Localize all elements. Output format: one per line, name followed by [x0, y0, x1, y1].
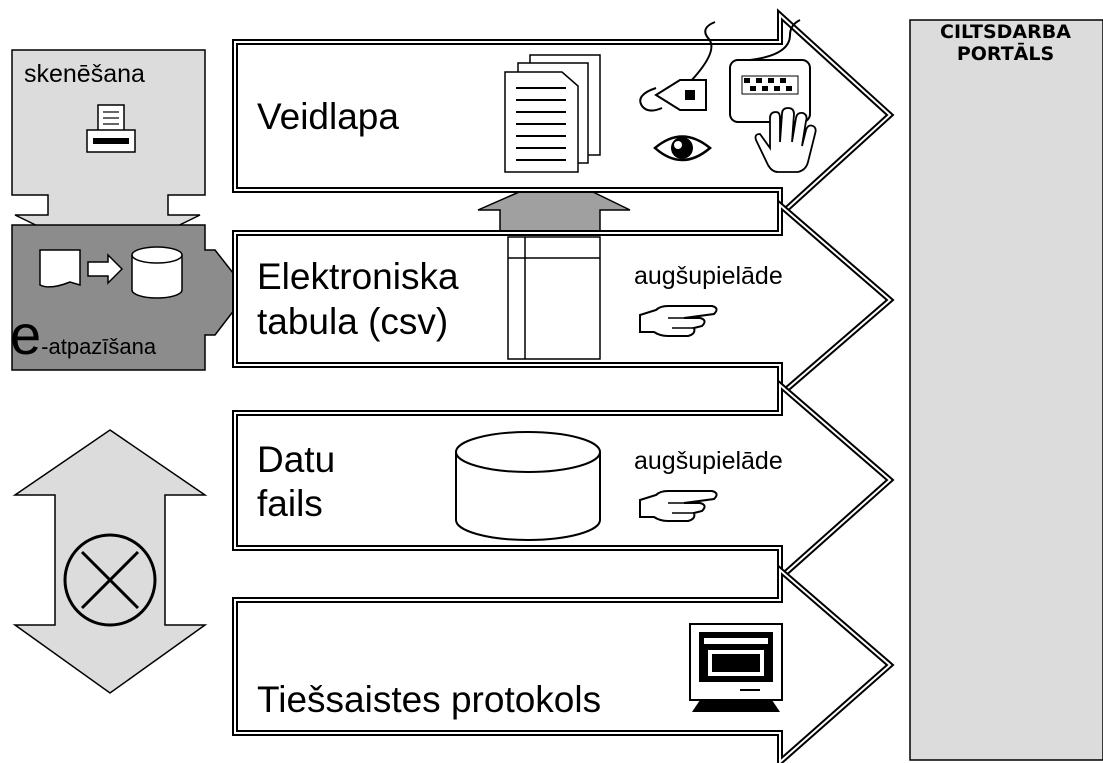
monitor-icon: [689, 623, 783, 712]
arrow-data-line2: fails: [257, 483, 323, 524]
recognition-box: [11, 224, 249, 371]
cross-circle-icon: [63, 533, 157, 627]
file-to-database-icon: [39, 246, 183, 299]
arrow-data-action: augšupielāde: [634, 447, 783, 475]
scan-label: skenēšana: [24, 60, 145, 88]
hand-icon: [754, 107, 817, 173]
eye-icon: [653, 135, 712, 162]
recognition-text: -atpazīšana: [41, 334, 157, 359]
portal-title: CILTSDARBA PORTĀLS: [908, 21, 1103, 66]
arrow-online-label: Tiešsaistes protokols: [257, 679, 602, 720]
pointing-hand-icon: [639, 490, 718, 522]
spreadsheet-icon: [507, 236, 601, 360]
arrow-online-protocol: [232, 563, 895, 763]
database-cylinder-icon: [455, 431, 601, 541]
portal-panel: [909, 19, 1103, 761]
arrow-csv-line1: Elektroniska: [257, 256, 459, 297]
scan-box: [11, 49, 206, 261]
arrow-veidlapa-label: Veidlapa: [257, 96, 399, 137]
portal-title-line2: PORTĀLS: [956, 42, 1055, 65]
arrow-csv-action: augšupielāde: [634, 262, 783, 290]
arrow-data-line1: Datu: [257, 439, 336, 480]
document-stack-icon: [504, 54, 601, 173]
portal-title-line1: CILTSDARBA: [940, 21, 1071, 43]
mouse-icon: [639, 21, 716, 112]
recognition-label: e-atpazīšana: [10, 307, 157, 363]
recognition-prefix: e: [10, 303, 42, 366]
scanner-icon: [86, 104, 136, 153]
arrow-csv-line2: tabula (csv): [257, 301, 449, 342]
pointing-hand-icon: [639, 305, 718, 337]
